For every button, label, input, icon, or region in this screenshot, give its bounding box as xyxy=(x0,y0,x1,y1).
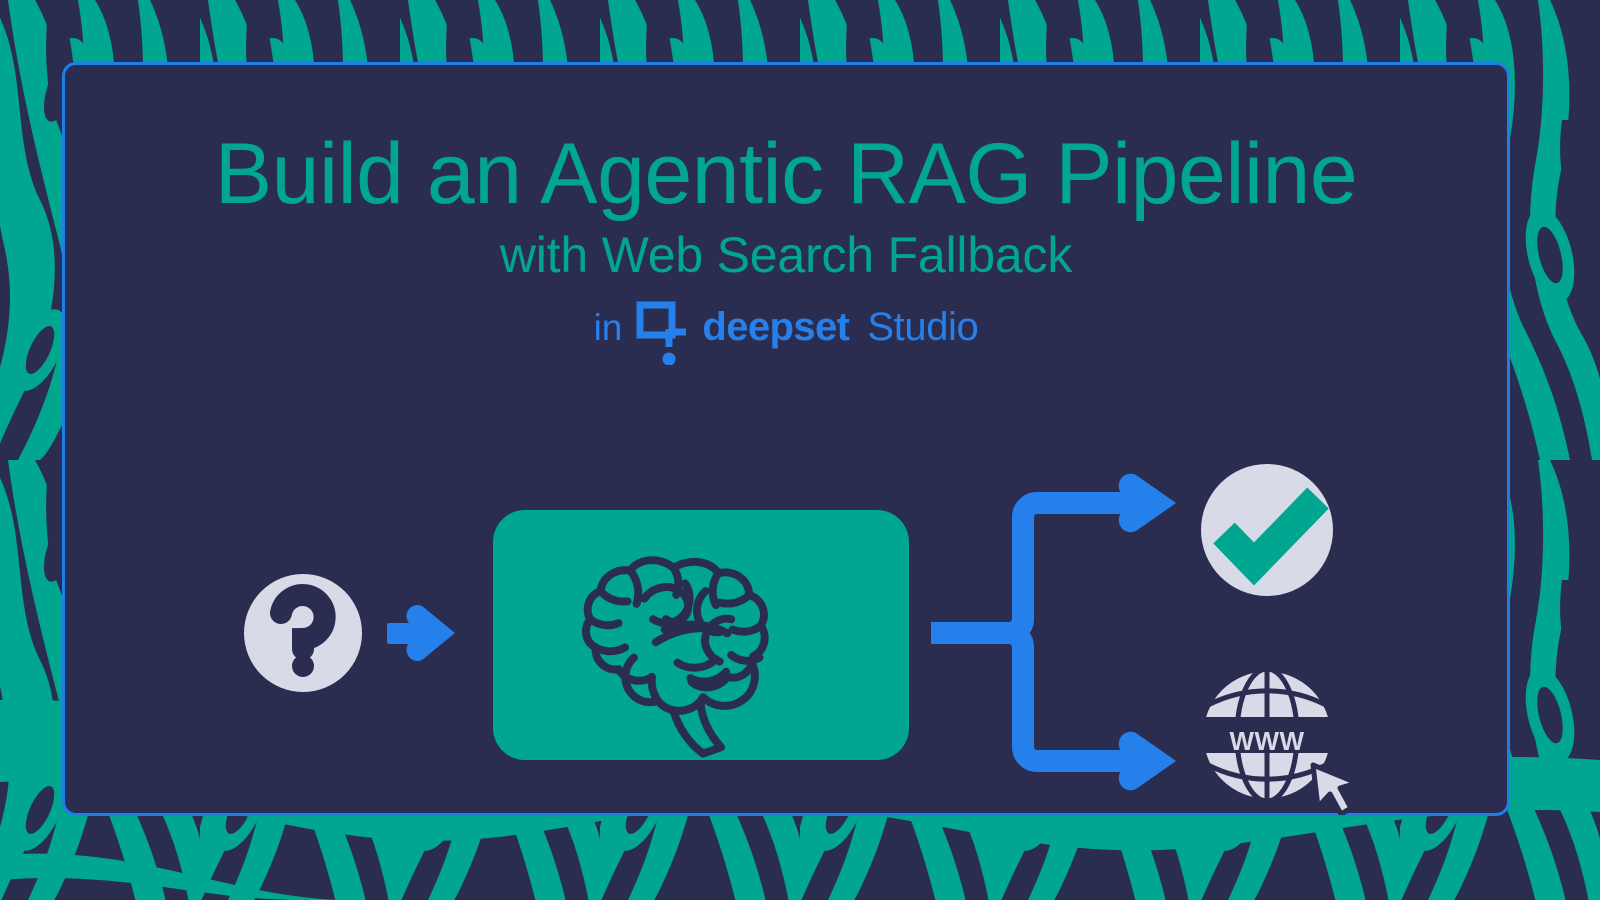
brand-line: in deepset Studio xyxy=(65,295,1507,366)
deepset-logo-icon xyxy=(636,301,688,366)
arrow-right-icon xyxy=(387,605,455,661)
brain-icon xyxy=(493,510,909,760)
check-circle-icon xyxy=(1201,464,1333,596)
pipeline-diagram: WWW xyxy=(65,395,1507,815)
brand-name-label: deepset xyxy=(702,304,850,349)
brand-prefix-label: in xyxy=(593,307,623,348)
question-mark-circle-icon xyxy=(244,574,362,692)
page-title: Build an Agentic RAG Pipeline xyxy=(214,126,1358,222)
branching-arrow-icon xyxy=(931,473,1176,791)
globe-www-label: WWW xyxy=(1229,726,1304,756)
brand-product-label: Studio xyxy=(867,304,979,349)
www-globe-cursor-icon: WWW xyxy=(1198,666,1360,815)
content-card: Build an Agentic RAG Pipeline with Web S… xyxy=(62,62,1510,816)
page-subtitle: with Web Search Fallback xyxy=(499,227,1073,283)
